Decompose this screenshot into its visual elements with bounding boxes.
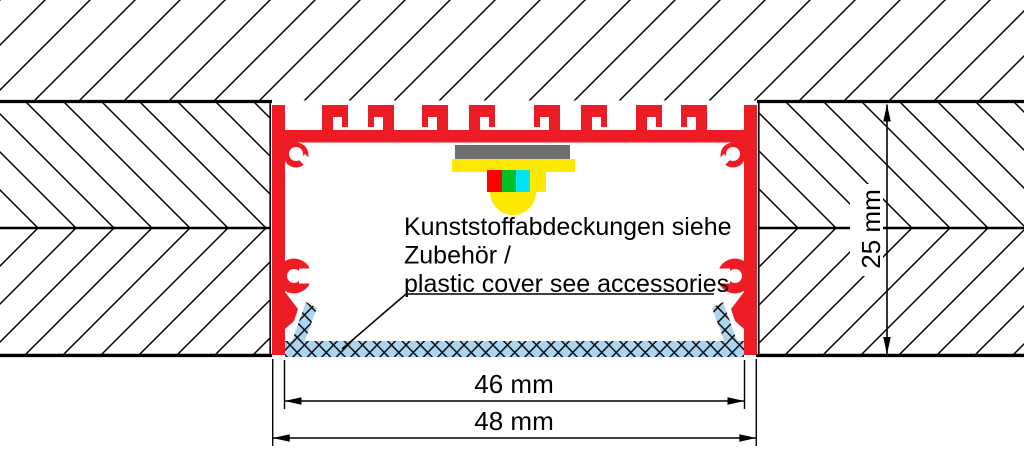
profile-spring-clip-right: [714, 258, 753, 294]
dim-48mm-arrow-left: [272, 434, 290, 442]
led-module: [452, 145, 575, 215]
spring-clip-right-opening: [714, 268, 730, 284]
profile-retainer-bump-right: [731, 292, 744, 329]
profile-tslot-hooks: [322, 105, 707, 130]
spring-clip-right-bore: [728, 269, 742, 283]
wall-section-right: [759, 103, 1024, 355]
dim-48mm-arrow-right: [739, 434, 757, 442]
led-chip-red: [487, 170, 502, 192]
profile-screw-boss-left: [283, 142, 315, 170]
wall-section-left: [0, 103, 270, 355]
led-chip-yellow: [530, 170, 546, 192]
annotation-text-line2: Zubehör /: [404, 242, 511, 270]
screw-boss-left-hole: [289, 147, 303, 161]
profile-wall-left: [272, 105, 285, 355]
section-boundary-lines: [0, 99, 1024, 358]
screw-boss-left-notch: [299, 154, 315, 170]
plastic-cover-clip-left: [288, 302, 317, 356]
screw-boss-right-notch: [714, 154, 730, 170]
led-lens-dome: [490, 192, 536, 215]
plastic-cover: [285, 302, 744, 357]
led-base-bar: [452, 159, 575, 172]
dim-25mm-label-mask: [850, 184, 883, 276]
dim-48mm-label: 48 mm: [474, 406, 553, 436]
dim-25mm-label: 25 mm: [856, 189, 886, 268]
annotation-text: Kunststoffabdeckungen siehe Zubehör / pl…: [404, 213, 732, 298]
dim-46mm-label: 46 mm: [474, 369, 553, 399]
screw-boss-right-hole: [726, 147, 740, 161]
plastic-cover-clip-right: [712, 302, 741, 356]
profile-screw-boss-right: [714, 142, 746, 170]
dim-46mm-arrow-left: [284, 397, 302, 405]
spring-clip-left-opening: [299, 268, 315, 284]
spring-clip-left-bore: [287, 269, 301, 283]
aluminium-profile: [272, 105, 757, 355]
recess-side-face-lines: [269, 101, 760, 355]
ceiling-section-hatch: [0, 0, 1024, 101]
wall-section-left-lower-hatch: [0, 228, 270, 355]
dimension-outer-width-48mm: 48 mm: [272, 359, 757, 446]
annotation-leader-line: [341, 293, 714, 350]
profile-top-plate: [272, 130, 757, 143]
profile-wall-right: [744, 105, 757, 355]
wall-section-left-upper-hatch: [0, 103, 270, 228]
plastic-cover-panel-hatch: [285, 341, 744, 357]
annotation-text-line1: Kunststoffabdeckungen siehe: [404, 213, 732, 241]
wall-section-right-upper-hatch: [759, 103, 1024, 228]
ceiling-section: [0, 0, 1024, 101]
dim-48mm-extension-lines: [272, 359, 757, 446]
dim-46mm-arrow-right: [727, 397, 745, 405]
profile-retainer-bump-left: [285, 292, 298, 329]
dim-25mm-arrow-top: [883, 104, 891, 122]
led-chip-green: [502, 170, 516, 192]
led-pcb-bar: [455, 145, 570, 159]
wall-section-right-lower-hatch: [759, 228, 1024, 355]
dimension-height-25mm: 25 mm: [850, 104, 891, 354]
profile-spring-clip-left: [276, 258, 315, 294]
dimension-inner-width-46mm: 46 mm: [283, 360, 746, 409]
dim-25mm-arrow-bottom: [883, 337, 891, 354]
annotation-text-line3: plastic cover see accessories: [404, 270, 729, 298]
led-chip-cyan: [516, 170, 530, 192]
